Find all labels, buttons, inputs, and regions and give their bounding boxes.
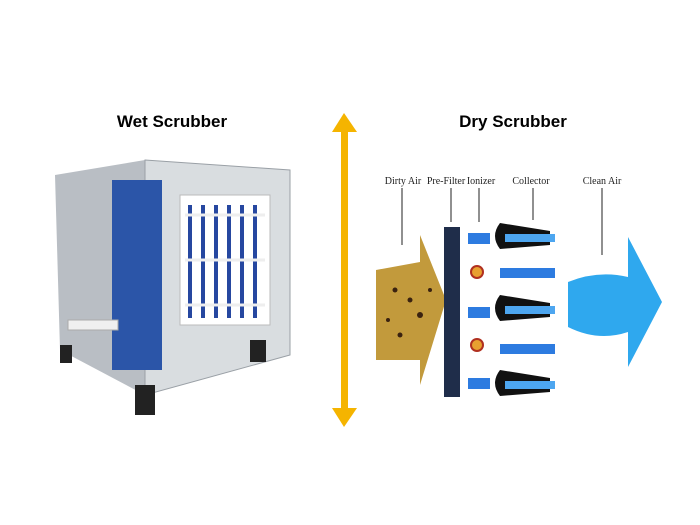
label-clean-air: Clean Air xyxy=(582,176,622,187)
pre-filter xyxy=(444,227,460,397)
label-collector: Collector xyxy=(512,176,550,187)
double-headed-arrow-icon xyxy=(332,113,357,427)
clean-air-arrow xyxy=(568,237,662,367)
dry-scrubber-diagram xyxy=(376,188,662,397)
label-ionizer: Ionizer xyxy=(466,176,496,187)
dirty-air-arrow xyxy=(376,235,446,385)
label-dirty-air: Dirty Air xyxy=(384,176,422,187)
dry-scrubber-title: Dry Scrubber xyxy=(459,112,567,131)
wet-scrubber-title: Wet Scrubber xyxy=(116,112,228,131)
wet-scrubber-unit-image xyxy=(55,159,291,415)
label-pre-filter: Pre-Filter xyxy=(426,176,466,187)
